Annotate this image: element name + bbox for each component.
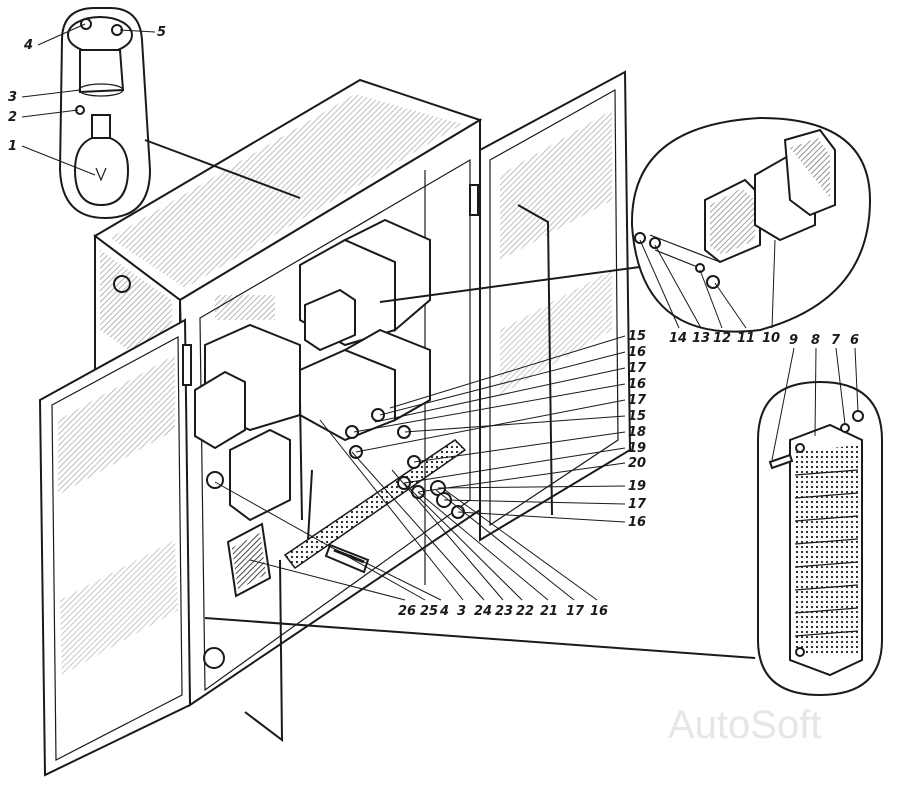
callout-14: 14: [669, 331, 687, 346]
callout-3-repeat: 3: [457, 604, 466, 619]
left-door: [38, 318, 192, 777]
callout-19: 19: [628, 441, 646, 456]
callout-19-repeat: 19: [628, 479, 646, 494]
callout-18: 18: [628, 425, 646, 440]
lamp-inset: [58, 7, 152, 220]
callout-21: 21: [540, 604, 558, 619]
callout-2: 2: [8, 110, 17, 125]
callout-15-repeat: 15: [628, 409, 646, 424]
terminal-block-inset: [757, 380, 883, 697]
callout-11: 11: [737, 331, 755, 346]
callout-9: 9: [789, 333, 798, 348]
callout-8: 8: [811, 333, 820, 348]
callout-5: 5: [157, 25, 166, 40]
callout-13: 13: [692, 331, 710, 346]
callout-16: 16: [628, 345, 646, 360]
callout-17-repeat-b: 17: [628, 497, 647, 512]
callout-10: 10: [762, 331, 780, 346]
callout-24: 24: [474, 604, 492, 619]
callout-16-repeat-a: 16: [628, 377, 646, 392]
relay-blocks: [194, 218, 431, 522]
callout-6: 6: [850, 333, 859, 348]
callout-4-repeat: 4: [439, 604, 449, 619]
callout-15: 15: [628, 329, 646, 344]
watermark: AutoSoft: [668, 703, 821, 747]
lamp-leader-line: [144, 139, 301, 199]
callout-17-repeat-c: 17: [566, 604, 585, 619]
callout-1: 1: [8, 139, 17, 154]
callout-7: 7: [831, 333, 841, 348]
inner-terminal-strip: [206, 408, 467, 598]
callout-20: 20: [628, 456, 646, 471]
callout-23: 23: [495, 604, 513, 619]
callout-4: 4: [23, 38, 33, 53]
relay-leader-line: [379, 266, 641, 303]
callout-leaders: [21, 23, 859, 601]
relay-detail-inset: [630, 116, 872, 333]
callout-26: 26: [398, 604, 416, 619]
callout-17-repeat-a: 17: [628, 393, 647, 408]
callout-17: 17: [628, 361, 647, 376]
terminal-leader-line: [204, 617, 756, 659]
callout-25: 25: [420, 604, 438, 619]
callout-12: 12: [713, 331, 731, 346]
callout-16-repeat-c: 16: [590, 604, 608, 619]
callout-22: 22: [516, 604, 534, 619]
callout-3: 3: [8, 90, 17, 105]
callout-labels: 1 2 3 4 5 6 7 8 9 10 11 12 13 14 15 16 1…: [8, 25, 859, 619]
callout-16-repeat-b: 16: [628, 515, 646, 530]
rods-and-handles: [244, 204, 553, 743]
